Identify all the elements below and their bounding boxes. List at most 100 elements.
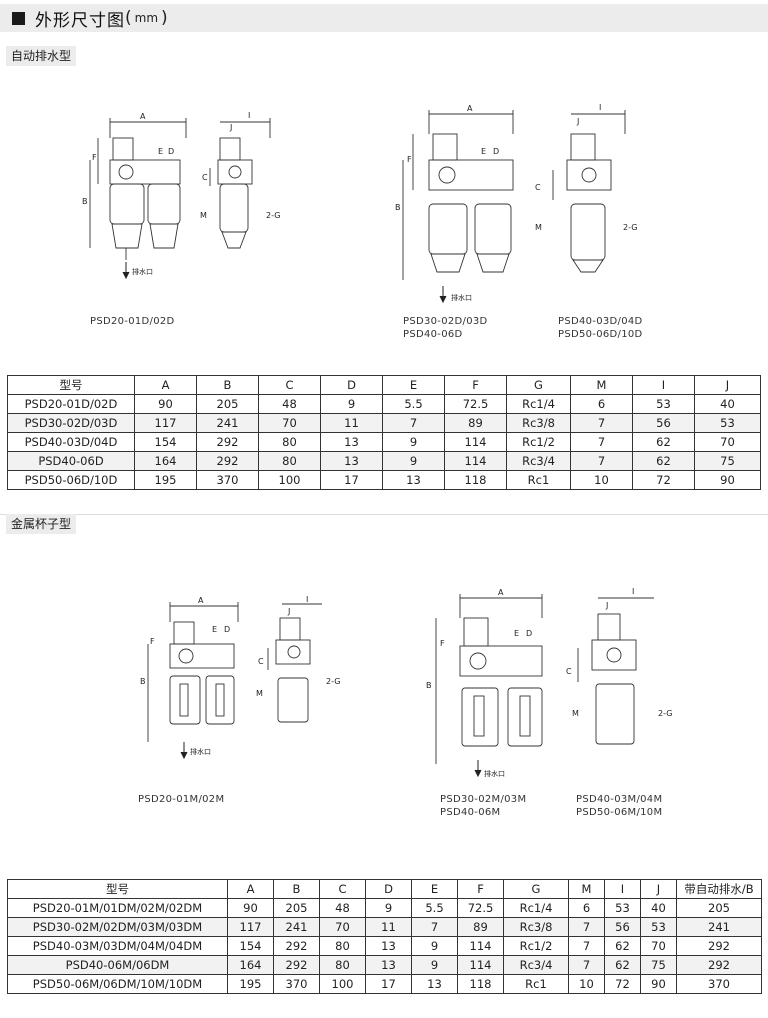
dim-label-a: A	[198, 596, 204, 605]
dim-label-g: 2-G	[623, 223, 637, 232]
table-cell: Rc1/2	[503, 936, 569, 956]
table-cell-model: PSD20-01M/01DM/02M/02DM	[7, 898, 228, 918]
table-cell: 80	[319, 936, 366, 956]
table-cell: 114	[457, 955, 504, 975]
table-cell: 62	[632, 432, 695, 452]
caption-psd20: PSD20-01D/02D	[90, 316, 175, 327]
table-cell: 75	[694, 451, 761, 471]
table-cell: 114	[457, 936, 504, 956]
dim-label-i: I	[632, 587, 634, 596]
table-cell: 11	[320, 413, 383, 433]
table-cell: 9	[382, 432, 445, 452]
table-cell: 13	[411, 974, 458, 994]
table-cell-model: PSD40-03D/04D	[7, 432, 135, 452]
caption-line: PSD40-06D	[403, 329, 463, 340]
table-cell: 72	[632, 470, 695, 490]
table-cell: 62	[632, 451, 695, 471]
table-cell: Rc1	[506, 470, 571, 490]
dim-label-g: 2-G	[326, 677, 340, 686]
drain-arrow-icon	[122, 262, 130, 280]
dim-label-m: M	[572, 709, 579, 718]
dim-label-c: C	[535, 183, 541, 192]
table-cell: 118	[444, 470, 507, 490]
caption-psd30: PSD30-02D/03D PSD40-06D	[403, 315, 488, 341]
dim-label-m: M	[200, 211, 207, 220]
table-header-cell: C	[319, 879, 366, 899]
table-header-cell: J	[694, 375, 761, 395]
table-cell: 7	[570, 451, 633, 471]
dim-label-a: A	[467, 104, 473, 113]
table-cell: 10	[568, 974, 605, 994]
caption-line: PSD50-06M/10M	[576, 807, 663, 818]
table-cell: 53	[604, 898, 641, 918]
drawing-psd30-metal-bowl: A B F E D C M 2-G I J 排水口	[426, 587, 672, 778]
table-header-cell: J	[640, 879, 677, 899]
table-cell: 370	[196, 470, 259, 490]
table-cell: 7	[570, 413, 633, 433]
dim-label-j: J	[576, 117, 579, 126]
table-cell: 292	[273, 936, 320, 956]
table-cell: 9	[365, 898, 412, 918]
table-header-cell: A	[227, 879, 274, 899]
dim-label-m: M	[535, 223, 542, 232]
table-cell: 164	[227, 955, 274, 975]
drain-arrow-icon	[180, 742, 188, 760]
dim-label-b: B	[395, 203, 401, 212]
caption-line: PSD30-02M/03M	[440, 794, 527, 805]
table-cell: 90	[694, 470, 761, 490]
table-header-cell: B	[196, 375, 259, 395]
table-cell: Rc3/4	[503, 955, 569, 975]
drawing-psd30-auto-drain: A B F E D C M 2-G I J 排水口	[395, 103, 637, 304]
table-cell: 292	[196, 451, 259, 471]
table-cell: 80	[258, 451, 321, 471]
table-cell: Rc1/2	[506, 432, 571, 452]
table-cell: 7	[570, 432, 633, 452]
table-cell-model: PSD40-06D	[7, 451, 135, 471]
table-cell: 80	[258, 432, 321, 452]
dim-label-d: D	[493, 147, 499, 156]
dim-label-f: F	[92, 153, 97, 162]
table-cell: 53	[632, 394, 695, 414]
table-cell: 5.5	[382, 394, 445, 414]
table-header-cell: D	[365, 879, 412, 899]
table-cell: 292	[676, 955, 762, 975]
table-header-cell: 型号	[7, 375, 135, 395]
table-cell: 100	[258, 470, 321, 490]
caption-line: PSD30-02D/03D	[403, 316, 488, 327]
table-cell: 205	[273, 898, 320, 918]
table-cell: 13	[382, 470, 445, 490]
table-header-cell: D	[320, 375, 383, 395]
caption-psd40: PSD40-03M/04M PSD50-06M/10M	[576, 793, 662, 819]
table-cell: 195	[227, 974, 274, 994]
dim-label-i: I	[599, 103, 601, 112]
table-cell: 241	[273, 917, 320, 937]
table-cell-model: PSD40-06M/06DM	[7, 955, 228, 975]
table-cell: 9	[382, 451, 445, 471]
table-cell: 17	[365, 974, 412, 994]
section-label-metal-bowl: 金属杯子型	[6, 514, 77, 534]
table-cell: 40	[694, 394, 761, 414]
table-cell: 72.5	[457, 898, 504, 918]
table-cell: 7	[568, 955, 605, 975]
table-cell-model: PSD40-03M/03DM/04M/04DM	[7, 936, 228, 956]
table-cell: 10	[570, 470, 633, 490]
dim-label-m: M	[256, 689, 263, 698]
table-cell: 90	[227, 898, 274, 918]
table-cell: 13	[365, 955, 412, 975]
table-cell: 100	[319, 974, 366, 994]
table-cell: 70	[694, 432, 761, 452]
drain-arrow-icon	[474, 760, 482, 778]
title-square-icon	[12, 11, 25, 25]
dim-label-i: I	[248, 111, 250, 120]
title-paren-open: (	[125, 8, 132, 28]
caption-psd20: PSD20-01M/02M	[138, 794, 225, 805]
table-cell: 75	[640, 955, 677, 975]
table-cell: 292	[196, 432, 259, 452]
dim-label-b: B	[140, 677, 146, 686]
